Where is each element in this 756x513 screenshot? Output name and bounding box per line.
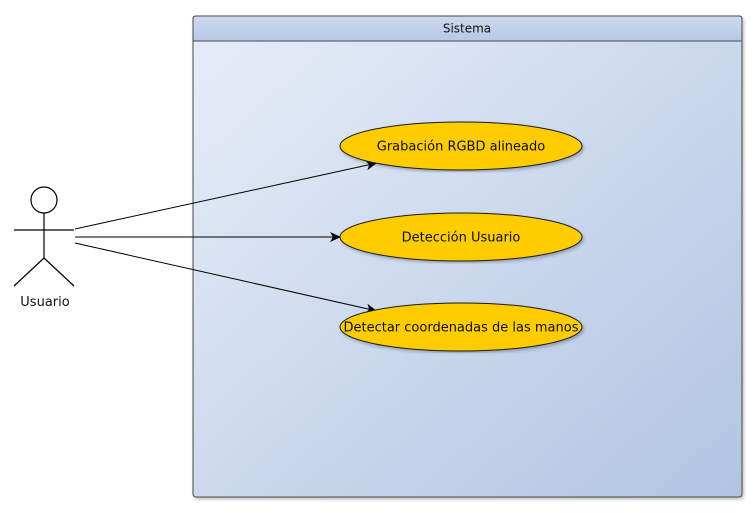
use-case-label: Detección Usuario [402,231,521,246]
use-case-ellipse [339,212,583,262]
stick-figure-icon [13,186,75,287]
use-case-label: Grabación RGBD alineado [377,140,546,155]
association-line-grabacion[interactable] [74,160,378,230]
associations [74,160,378,314]
use-case-deteccion-usuario[interactable]: Detección Usuario [339,212,583,262]
actor-usuario[interactable]: Usuario [13,186,75,310]
association-line-coordenadas[interactable] [74,242,378,314]
use-case-ellipse [339,302,583,352]
system-title: Sistema [443,22,491,36]
use-case-grabacion[interactable]: Grabación RGBD alineado [339,121,583,171]
actor-label: Usuario [20,295,69,310]
use-case-ellipse [339,121,583,171]
use-case-coordenadas-manos[interactable]: Detectar coordenadas de las manos [339,302,583,352]
use-case-label: Detectar coordenadas de las manos [343,321,578,336]
